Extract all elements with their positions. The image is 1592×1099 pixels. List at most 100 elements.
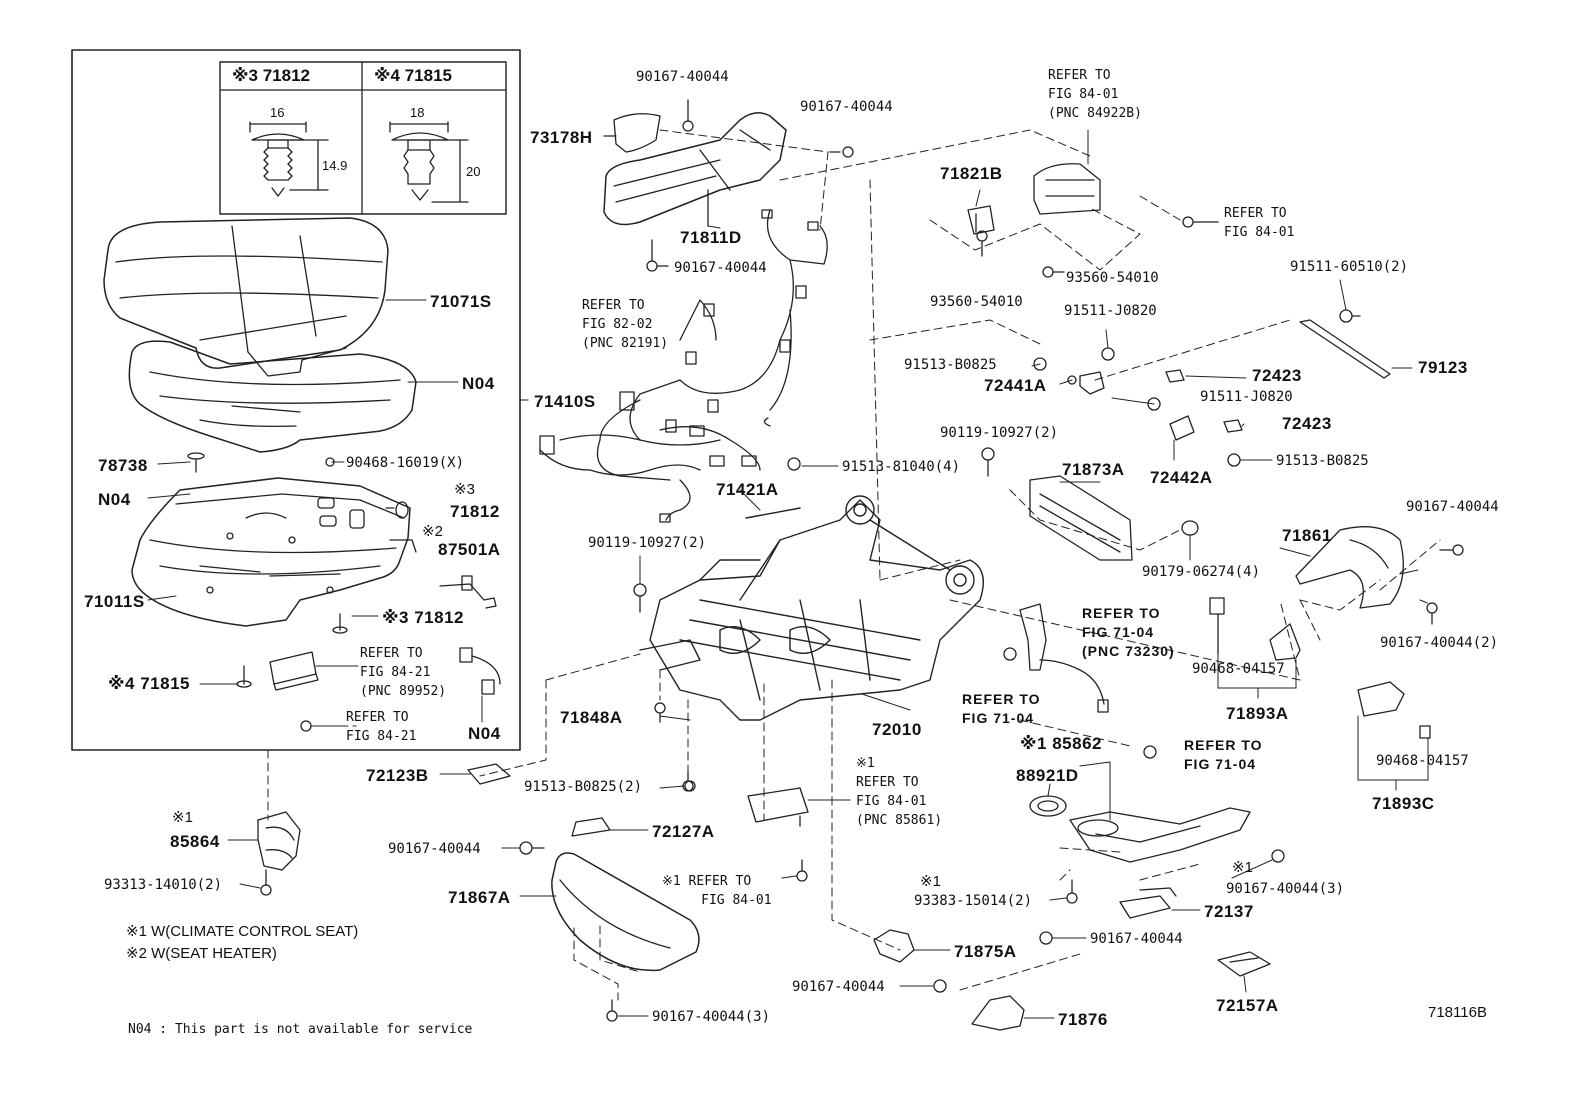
mark-85864: ※1 (172, 809, 193, 826)
part-90179: 90179-06274(4) (1142, 564, 1261, 580)
ref-71-04-a: REFER TO FIG 71-04 (962, 691, 1041, 726)
part-93560-b: 93560-54010 (930, 294, 1023, 310)
part-71893a: 71893A (1226, 704, 1289, 723)
clip-71812-a (385, 501, 409, 519)
sensor-n04 (459, 647, 501, 695)
note-climate: ※1 W(CLIMATE CONTROL SEAT) (126, 923, 359, 940)
ref-82191: REFER TO FIG 82-02 (PNC 82191) (582, 298, 669, 351)
module-85861 (747, 787, 809, 827)
part-90167-top1: 90167-40044 (636, 69, 729, 85)
bolts-adjuster (633, 447, 1017, 792)
seat-adjuster-72010 (639, 495, 984, 721)
part-90167-f: 90167-40044(3) (652, 1009, 771, 1025)
part-90167-d: 90167-40044 (1090, 931, 1183, 947)
seat-cushion-frame (131, 477, 417, 627)
part-90167-a: 90167-40044 (674, 260, 767, 276)
nut-90179 (1181, 520, 1199, 536)
bracket-71876 (971, 995, 1025, 1031)
part-93560-a: 93560-54010 (1066, 270, 1159, 286)
harness-71893a (1209, 597, 1301, 661)
part-71867a: 71867A (448, 888, 511, 907)
part-90167-r2: 90167-40044(2) (1380, 635, 1499, 651)
part-91511-60510: 91511-60510(2) (1290, 259, 1409, 275)
bracket-72442a (1147, 397, 1241, 467)
cover-71861 (1295, 526, 1404, 609)
shield-71811d (603, 112, 787, 227)
cover-71867a (551, 852, 700, 972)
mark-87501a: ※2 (422, 523, 443, 540)
part-71873a: 71873A (1062, 460, 1125, 479)
clip-71815 (236, 665, 252, 688)
figure-code: 718116B (1428, 1004, 1487, 1021)
part-90167-b: 90167-40044 (388, 841, 481, 857)
clip1-height: 14.9 (322, 158, 348, 173)
mark-90167-c: ※1 (1232, 859, 1253, 876)
part-n04-a: N04 (462, 374, 495, 393)
part-72442a: 72442A (1150, 468, 1213, 487)
part-85864: 85864 (170, 832, 220, 851)
part-71848a: 71848A (560, 708, 623, 727)
part-71011s: 71011S (84, 592, 145, 611)
part-71815: ※4 71815 (108, 674, 190, 693)
ref-85861: ※1 REFER TO FIG 84-01 (PNC 85861) (856, 756, 943, 828)
part-87501a: 87501A (438, 540, 501, 559)
part-71821b: 71821B (940, 164, 1003, 183)
ref-84922b: REFER TO FIG 84-01 (PNC 84922B) (1048, 68, 1142, 121)
clip-72423-a (1165, 369, 1185, 383)
clip-71812-b (332, 613, 348, 634)
part-71812-a: 71812 (450, 502, 500, 521)
part-72423-a: 72423 (1252, 366, 1302, 385)
part-90167-r1: 90167-40044 (1406, 499, 1499, 515)
part-72123b: 72123B (366, 766, 429, 785)
part-88921d: 88921D (1016, 766, 1079, 785)
part-71421a: 71421A (716, 480, 779, 499)
blower-85862 (1069, 807, 1251, 863)
part-91513-b0825-c: 91513-B0825(2) (524, 779, 643, 795)
bracket-71875a (873, 929, 915, 963)
part-79123: 79123 (1418, 358, 1468, 377)
ref-71-04-b: REFER TO FIG 71-04 (1184, 737, 1263, 772)
part-90167-top2: 90167-40044 (800, 99, 893, 115)
clip2-height: 20 (466, 164, 481, 179)
seat-cushion-inset-frame (71, 49, 521, 751)
push-pin-78738 (187, 452, 205, 473)
part-72441a: 72441A (984, 376, 1047, 395)
clip-71815-drawing (389, 121, 469, 203)
part-90119-b: 90119-10927(2) (588, 535, 707, 551)
part-72127a: 72127A (652, 822, 715, 841)
part-72157a: 72157A (1216, 996, 1279, 1015)
cover-72127a (571, 817, 611, 837)
seat-heater-87501a (439, 575, 497, 609)
part-78738: 78738 (98, 456, 148, 475)
part-90167-c: 90167-40044(3) (1226, 881, 1345, 897)
part-85862: ※1 85862 (1020, 734, 1102, 753)
cover-72123b (467, 763, 511, 785)
part-90468-b: 90468-04157 (1376, 753, 1469, 769)
buckle-73230 (1019, 603, 1109, 713)
rail-71873a (1029, 475, 1133, 561)
part-72423-b: 72423 (1282, 414, 1332, 433)
clip-72423-b (1223, 419, 1243, 433)
ref-84-01-b: ※1 REFER TO FIG 84-01 (662, 874, 772, 908)
module-84-21 (269, 651, 319, 691)
strap-79123 (1299, 309, 1391, 379)
bracket-71893c (1357, 681, 1431, 739)
seat-cushion-pad (128, 340, 417, 453)
cover-73178h (603, 113, 661, 153)
ref-73230: REFER TO FIG 71-04 (PNC 73230) (1082, 605, 1175, 659)
clip-table-header-2: ※4 71815 (374, 66, 452, 85)
part-91511-j0820-a: 91511-J0820 (1064, 303, 1157, 319)
seat-cushion-cover (103, 217, 389, 377)
nut-84-21 (300, 720, 312, 732)
ref-84-21: REFER TO FIG 84-21 (346, 710, 417, 744)
clip2-width: 18 (410, 105, 425, 120)
wire-harness-71410s (539, 209, 828, 523)
part-71071s: 71071S (430, 292, 492, 311)
part-90468-a: 90468-04157 (1192, 661, 1285, 677)
part-72137: 72137 (1204, 902, 1254, 921)
part-71876: 71876 (1058, 1010, 1108, 1029)
cover-72137 (1119, 887, 1177, 919)
part-90468-16019: 90468-16019(X) (346, 455, 465, 471)
part-71811d: 71811D (680, 228, 742, 247)
